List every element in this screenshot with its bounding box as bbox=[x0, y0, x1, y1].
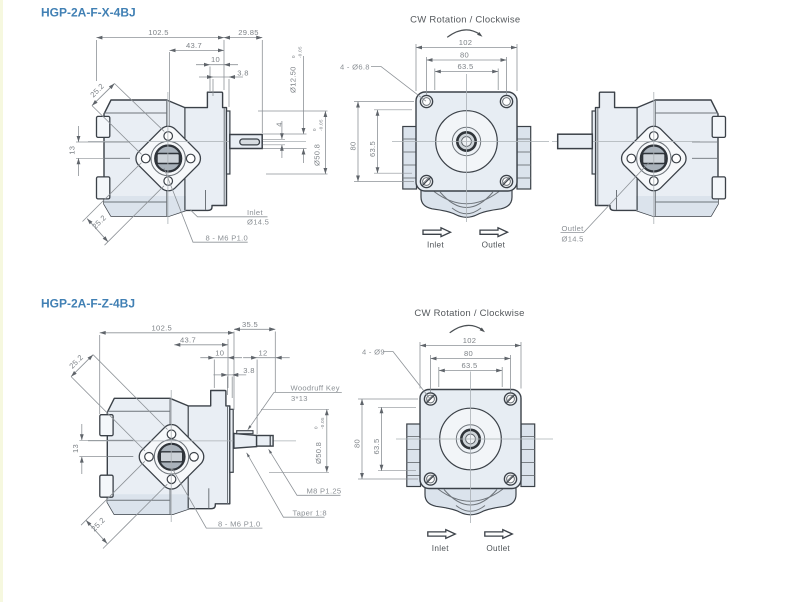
svg-text:63.5: 63.5 bbox=[368, 141, 377, 157]
svg-text:102.5: 102.5 bbox=[148, 28, 169, 37]
svg-text:Outlet: Outlet bbox=[486, 544, 510, 553]
svg-text:63.5: 63.5 bbox=[462, 361, 478, 370]
svg-text:Ø50.8: Ø50.8 bbox=[314, 442, 323, 464]
svg-text:CW Rotation / Clockwise: CW Rotation / Clockwise bbox=[410, 15, 520, 26]
svg-text:Inlet: Inlet bbox=[432, 544, 449, 553]
svg-text:Taper 1:8: Taper 1:8 bbox=[293, 509, 327, 518]
svg-text:0: 0 bbox=[314, 426, 319, 429]
svg-text:102.5: 102.5 bbox=[152, 323, 173, 332]
svg-text:-0.05: -0.05 bbox=[320, 417, 325, 429]
svg-text:-0.05: -0.05 bbox=[297, 46, 302, 58]
svg-text:43.7: 43.7 bbox=[180, 335, 196, 344]
svg-text:HGP-2A-F-X-4BJ: HGP-2A-F-X-4BJ bbox=[41, 6, 136, 20]
svg-text:80: 80 bbox=[353, 439, 362, 448]
svg-text:63.5: 63.5 bbox=[372, 439, 381, 455]
svg-text:29.85: 29.85 bbox=[238, 28, 259, 37]
svg-text:Ø14.5: Ø14.5 bbox=[562, 234, 584, 243]
svg-text:Woodruff Key: Woodruff Key bbox=[291, 384, 340, 393]
svg-text:102: 102 bbox=[459, 38, 473, 47]
svg-text:13: 13 bbox=[71, 444, 80, 453]
svg-text:Ø50.8: Ø50.8 bbox=[313, 144, 322, 166]
svg-text:0: 0 bbox=[312, 128, 317, 131]
svg-text:Ø12.50: Ø12.50 bbox=[289, 66, 298, 93]
svg-text:35.5: 35.5 bbox=[242, 320, 258, 329]
svg-text:3.8: 3.8 bbox=[237, 69, 248, 78]
svg-text:CW Rotation / Clockwise: CW Rotation / Clockwise bbox=[414, 308, 524, 319]
svg-text:Inlet: Inlet bbox=[427, 240, 444, 249]
svg-text:63.5: 63.5 bbox=[458, 62, 474, 71]
svg-text:102: 102 bbox=[463, 336, 477, 345]
svg-text:10: 10 bbox=[211, 55, 220, 64]
svg-text:43.7: 43.7 bbox=[186, 41, 202, 50]
svg-text:12: 12 bbox=[258, 348, 267, 357]
svg-text:80: 80 bbox=[464, 349, 473, 358]
svg-text:4 - Ø6.8: 4 - Ø6.8 bbox=[340, 63, 370, 72]
svg-text:M8 P1.25: M8 P1.25 bbox=[307, 487, 342, 496]
svg-text:80: 80 bbox=[460, 51, 469, 60]
svg-text:8 - M6 P1.0: 8 - M6 P1.0 bbox=[206, 234, 249, 243]
svg-text:3*13: 3*13 bbox=[291, 394, 308, 403]
svg-text:Ø14.5: Ø14.5 bbox=[247, 217, 269, 226]
svg-text:10: 10 bbox=[215, 348, 224, 357]
svg-text:Inlet: Inlet bbox=[247, 208, 263, 217]
svg-text:Outlet: Outlet bbox=[562, 224, 585, 233]
svg-text:3.8: 3.8 bbox=[243, 366, 254, 375]
svg-text:4 - Ø9: 4 - Ø9 bbox=[362, 348, 385, 357]
svg-text:13: 13 bbox=[68, 146, 77, 155]
svg-text:4: 4 bbox=[274, 122, 283, 127]
svg-text:8 - M6 P1.0: 8 - M6 P1.0 bbox=[218, 519, 261, 528]
svg-text:-0.05: -0.05 bbox=[318, 119, 323, 131]
svg-text:Outlet: Outlet bbox=[482, 240, 506, 249]
svg-text:0: 0 bbox=[291, 55, 296, 58]
svg-text:80: 80 bbox=[349, 141, 358, 150]
svg-text:HGP-2A-F-Z-4BJ: HGP-2A-F-Z-4BJ bbox=[41, 297, 135, 311]
